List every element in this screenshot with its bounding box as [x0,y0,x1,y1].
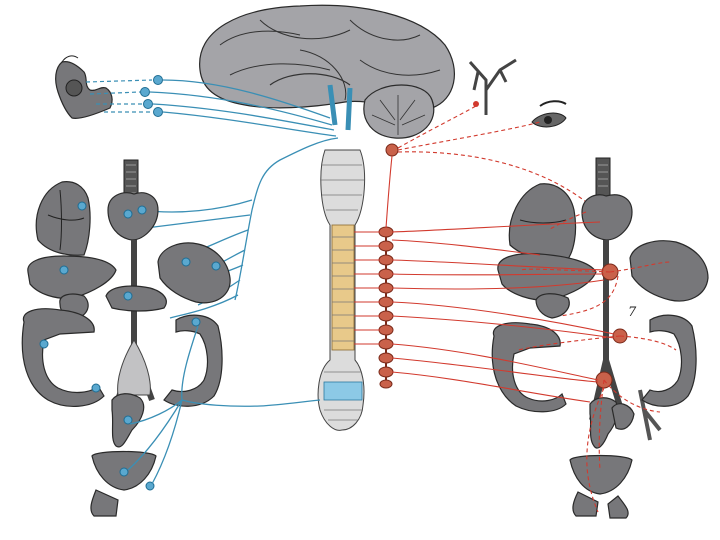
colon-left [21,308,223,407]
cranial-parasympathetic-ganglia [85,75,337,137]
spinal-cord [317,149,365,431]
lung-left [35,181,91,256]
superior-cervical-ganglion [385,143,399,157]
rectum-right [589,397,635,449]
head-sympathetic-fibers [397,105,591,206]
heart-trachea-right [581,157,633,241]
blood-vessel-right [468,58,517,115]
vagus-nerve-path [129,137,339,319]
heart-trachea-left [107,159,159,241]
pancreas-spleen-left [59,285,167,319]
aorta-left [115,240,155,402]
brain [199,4,455,131]
bladder-right [569,454,633,519]
pelvic-nerve-path [127,325,321,485]
head-eye-left [55,55,113,119]
prevertebral-ganglia-right: 7 [595,263,637,389]
lung-right [508,183,577,263]
splanchnic-fibers [391,211,677,513]
stomach-left [157,242,231,304]
eye-right [531,100,567,128]
thoracolumbar-segment [331,224,355,351]
liver-right [497,253,597,301]
cerebellum [363,84,435,139]
stomach-right [629,240,709,302]
sacral-segment [323,381,363,401]
rectum-left [111,393,145,448]
figure-label-7: 7 [628,305,637,320]
liver-left [27,255,117,299]
colon-right [491,293,697,413]
bladder-left [90,450,157,517]
